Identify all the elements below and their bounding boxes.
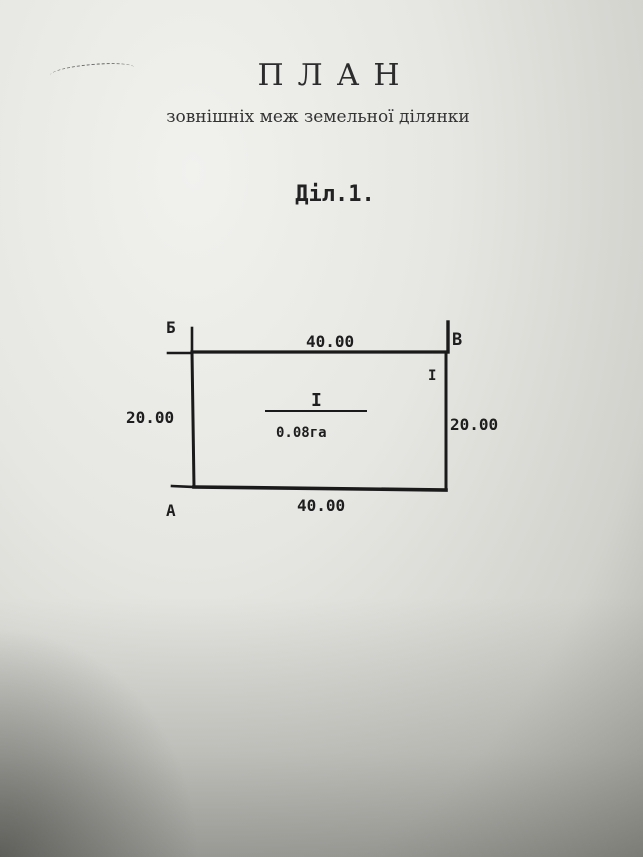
parcel-area: 0.08га xyxy=(276,425,327,441)
boundary-bottom xyxy=(192,485,448,492)
side-length-top: 40.00 xyxy=(306,332,354,351)
side-length-bottom: 40.00 xyxy=(297,496,345,515)
point-marker: I xyxy=(428,368,436,384)
parcel-number: I xyxy=(311,390,322,411)
corner-tick-bottom-left xyxy=(170,484,196,489)
side-length-left: 20.00 xyxy=(126,408,174,427)
corner-label-v: В xyxy=(452,330,462,350)
plot-boundary xyxy=(166,320,450,492)
corner-label-b: Б xyxy=(166,318,176,337)
document-subtitle: зовнішніх меж земельної ділянки xyxy=(166,107,470,127)
side-length-right: 20.00 xyxy=(450,415,498,434)
corner-label-a: А xyxy=(166,501,176,520)
document-title: ПЛАН xyxy=(257,58,414,93)
plot-label: Діл.1. xyxy=(295,182,375,207)
boundary-left xyxy=(190,350,196,489)
